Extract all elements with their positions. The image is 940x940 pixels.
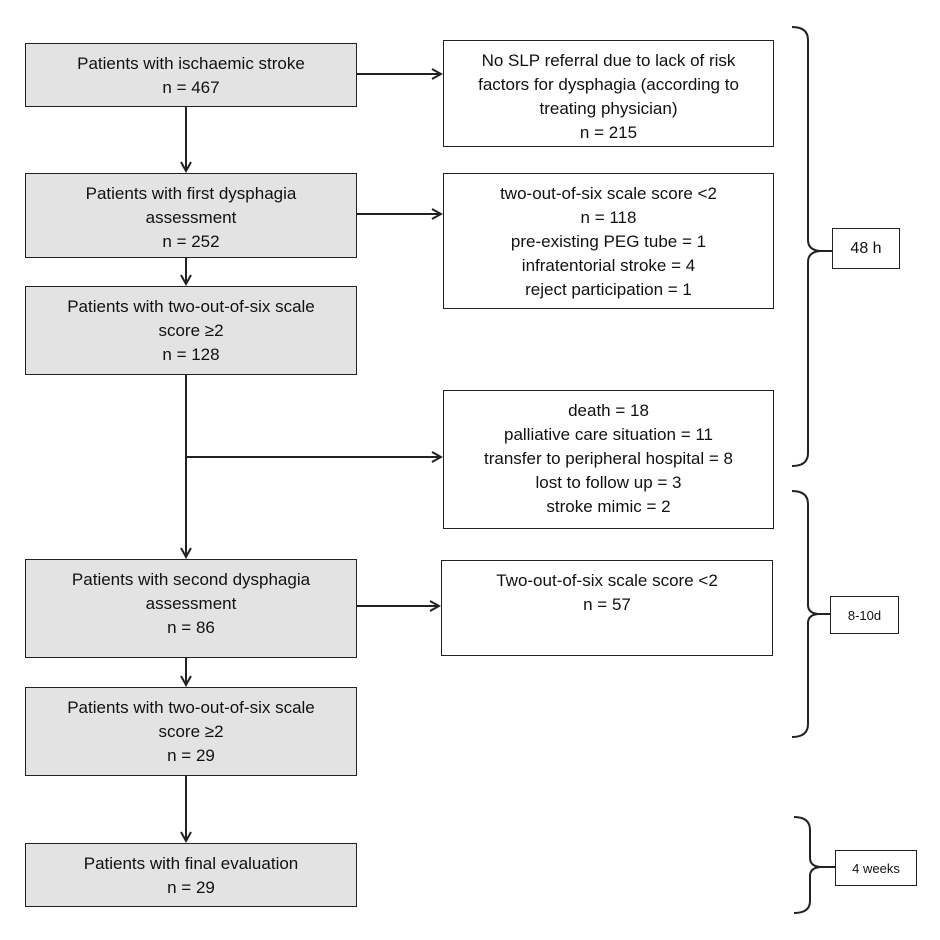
box-first-assessment: Patients with first dysphagia assessment… [25, 173, 357, 258]
box-count: n = 118 [580, 208, 637, 227]
box-text: assessment [145, 208, 237, 227]
timeframe-8-10d: 8-10d [830, 596, 899, 634]
box-text: palliative care situation = 11 [503, 425, 713, 444]
box-text: infratentorial stroke = 4 [521, 256, 696, 275]
box-no-slp-referral: No SLP referral due to lack of risk fact… [443, 40, 774, 147]
box-count: n = 128 [162, 345, 220, 364]
box-count: n = 252 [162, 232, 220, 251]
box-text: treating physician) [539, 99, 678, 118]
box-count: n = 29 [167, 878, 215, 897]
box-text: factors for dysphagia (according to [478, 75, 739, 94]
box-text: two-out-of-six scale score <2 [500, 184, 717, 203]
box-loss-to-follow-up: death = 18 palliative care situation = 1… [443, 390, 774, 529]
box-text: lost to follow up = 3 [535, 473, 682, 492]
box-text: reject participation = 1 [525, 280, 692, 299]
box-text: Patients with second dysphagia [71, 570, 311, 589]
box-count: n = 29 [167, 746, 215, 765]
box-text: transfer to peripheral hospital = 8 [483, 449, 733, 468]
box-count: n = 467 [162, 78, 220, 97]
box-text: Two-out-of-six scale score <2 [496, 571, 718, 590]
box-ischaemic-stroke: Patients with ischaemic stroke n = 467 [25, 43, 357, 107]
bracket-4-weeks [793, 816, 821, 914]
box-final-evaluation: Patients with final evaluation n = 29 [25, 843, 357, 907]
box-text: Patients with two-out-of-six scale [67, 297, 315, 316]
box-score-2: Patients with two-out-of-six scale score… [25, 687, 357, 776]
box-text: stroke mimic = 2 [546, 497, 671, 516]
box-count: n = 215 [579, 123, 638, 142]
box-second-assessment: Patients with second dysphagia assessmen… [25, 559, 357, 658]
timeframe-48h: 48 h [832, 228, 900, 269]
box-text: death = 18 [568, 401, 649, 420]
box-text: score ≥2 [158, 321, 224, 340]
box-text: Patients with first dysphagia [85, 184, 297, 203]
box-text: pre-existing PEG tube = 1 [510, 232, 707, 251]
box-second-exclusions: Two-out-of-six scale score <2 n = 57 [441, 560, 773, 656]
box-text: score ≥2 [158, 722, 224, 741]
box-count: n = 57 [583, 595, 631, 614]
box-count: n = 86 [167, 618, 215, 637]
box-text: Patients with ischaemic stroke [77, 54, 305, 73]
bracket-8-10d [791, 490, 819, 738]
box-text: No SLP referral due to lack of risk [481, 51, 736, 70]
bracket-48h [791, 26, 821, 467]
box-first-exclusions: two-out-of-six scale score <2 n = 118 pr… [443, 173, 774, 309]
box-score-1: Patients with two-out-of-six scale score… [25, 286, 357, 375]
timeframe-4-weeks: 4 weeks [835, 850, 917, 886]
box-text: assessment [145, 594, 237, 613]
box-text: Patients with two-out-of-six scale [67, 698, 315, 717]
box-text: Patients with final evaluation [83, 854, 299, 873]
